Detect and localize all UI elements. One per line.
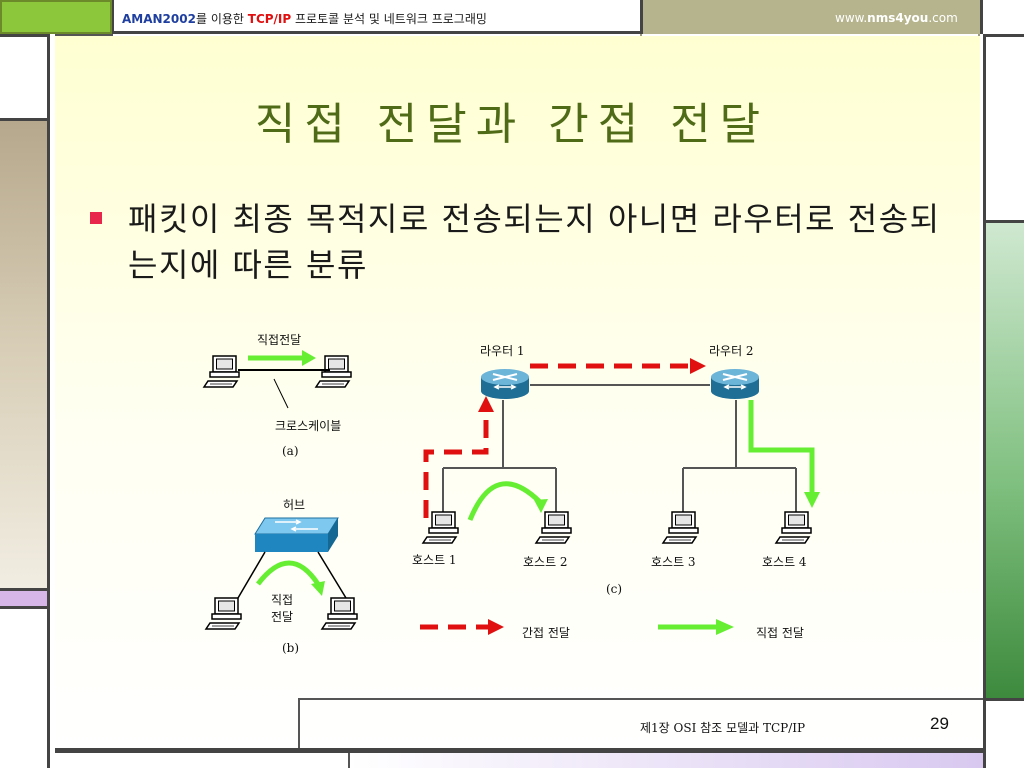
label-host-3: 호스트 3 [651,555,696,569]
label-router-2: 라우터 2 [709,344,754,358]
hub-icon [254,517,339,552]
header-brand: AMAN2002 [122,12,196,26]
header-url-suffix: .com [928,11,958,25]
host-4-icon [775,511,812,544]
header-title: AMAN2002를 이용한 TCP/IP 프로토콜 분석 및 네트워크 프로그래… [122,10,487,27]
legend-direct-label: 직접 전달 [756,626,804,640]
header-url-prefix: www. [835,11,868,25]
frame-top-left-green [0,0,112,34]
frame-bottom-bar [55,748,983,753]
legend-direct-arrow-icon [716,619,734,635]
router-1-icon [480,368,530,400]
frame-left-lavender [0,588,50,606]
header-text-1: 를 이용한 [195,12,248,26]
pc-b-left-icon [205,597,242,630]
caption-c: (c) [606,582,623,596]
bullet-square-icon [90,212,102,224]
pc-a-right-icon [315,355,352,388]
label-b-direct-2: 전달 [271,610,294,624]
frame-header-olive [640,0,980,34]
pc-a-left-icon [203,355,240,388]
header-url: www.nms4you.com [835,11,958,25]
direct-arrow-c-curve-icon [534,499,548,513]
legend-indirect-label: 간접 전달 [522,626,570,640]
label-a-direct: 직접전달 [257,333,302,347]
footer-chapter: 제1장 OSI 참조 모델과 TCP/IP [640,721,806,735]
label-host-2: 호스트 2 [523,555,568,569]
label-host-1: 호스트 1 [412,553,457,567]
indirect-arrow-up-icon [478,396,494,412]
label-b-hub: 허브 [283,498,306,512]
frame-right-top-white [983,34,1024,220]
frame-left-tan [0,118,50,588]
host-2-icon [535,511,572,544]
direct-arrow-b-icon [311,581,325,596]
header-url-bold: nms4you [867,11,929,25]
label-host-4: 호스트 4 [762,555,807,569]
direct-arrow-a-icon [302,350,316,366]
label-a-cable: 크로스케이블 [275,419,342,433]
direct-arrow-c-down-icon [804,492,820,508]
header-tcpip: TCP/IP [247,12,292,26]
caption-a: (a) [282,444,299,458]
label-b-direct-1: 직접 [271,593,294,607]
header-text-2: 프로토콜 분석 및 네트워크 프로그래밍 [291,12,487,26]
frame-right-green-gradient [983,220,1024,698]
frame-left-white-bottom [0,606,50,768]
bullet-text: 패킷이 최종 목적지로 전송되는지 아니면 라우터로 전송되는지에 따른 분류 [128,200,941,284]
router-2-icon [710,368,760,400]
label-router-1: 라우터 1 [480,344,525,358]
indirect-arrow-right-icon [690,358,706,374]
frame-right-bottom-white [983,698,1024,768]
host-3-icon [662,511,699,544]
footer-page-number: 29 [930,714,949,733]
caption-b: (b) [282,641,300,655]
page-title: 직접 전달과 간접 전달 [254,99,770,150]
frame-bottom-lavender [348,753,983,768]
frame-left-white-top [0,34,50,118]
legend-indirect-arrow-icon [488,619,504,635]
pc-b-right-icon [321,597,358,630]
frame-top-right-white [980,0,1024,34]
